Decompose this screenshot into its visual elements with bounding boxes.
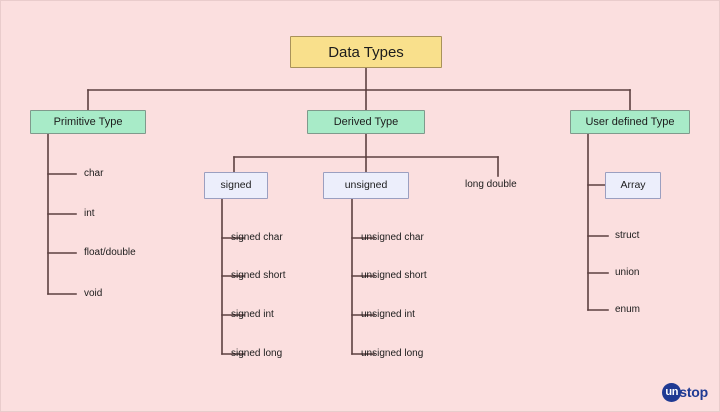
node-label: Primitive Type — [53, 115, 123, 128]
node-unsigned: unsigned — [323, 172, 409, 199]
leaf-struct: struct — [615, 230, 640, 241]
leaf-unsigned-char: unsigned char — [361, 232, 424, 243]
node-label: signed — [220, 179, 252, 192]
node-data-types: Data Types — [290, 36, 442, 68]
unstop-logo: un stop — [662, 382, 708, 402]
leaf-signed-long: signed long — [231, 348, 283, 359]
node-label: Derived Type — [333, 115, 399, 128]
leaf-void: void — [84, 288, 103, 299]
node-label: User defined Type — [585, 115, 675, 128]
node-derived-type: Derived Type — [307, 110, 425, 134]
node-label: Array — [620, 179, 646, 192]
node-primitive-type: Primitive Type — [30, 110, 146, 134]
leaf-float-double: float/double — [84, 247, 136, 258]
node-signed: signed — [204, 172, 268, 199]
leaf-signed-int: signed int — [231, 309, 274, 320]
leaf-char: char — [84, 168, 104, 179]
leaf-enum: enum — [615, 304, 641, 315]
node-long-double: long double — [465, 179, 517, 190]
node-label: Data Types — [328, 43, 404, 61]
node-label: unsigned — [344, 179, 388, 192]
node-array: Array — [605, 172, 661, 199]
leaf-unsigned-short: unsigned short — [361, 270, 427, 281]
unstop-logo-wordmark: stop — [679, 384, 708, 400]
leaf-union: union — [615, 267, 640, 278]
leaf-unsigned-long: unsigned long — [361, 348, 424, 359]
leaf-signed-short: signed short — [231, 270, 286, 281]
leaf-signed-char: signed char — [231, 232, 283, 243]
unstop-logo-mark: un — [662, 382, 682, 402]
node-user-defined-type: User defined Type — [570, 110, 690, 134]
leaf-int: int — [84, 208, 95, 219]
leaf-unsigned-int: unsigned int — [361, 309, 415, 320]
